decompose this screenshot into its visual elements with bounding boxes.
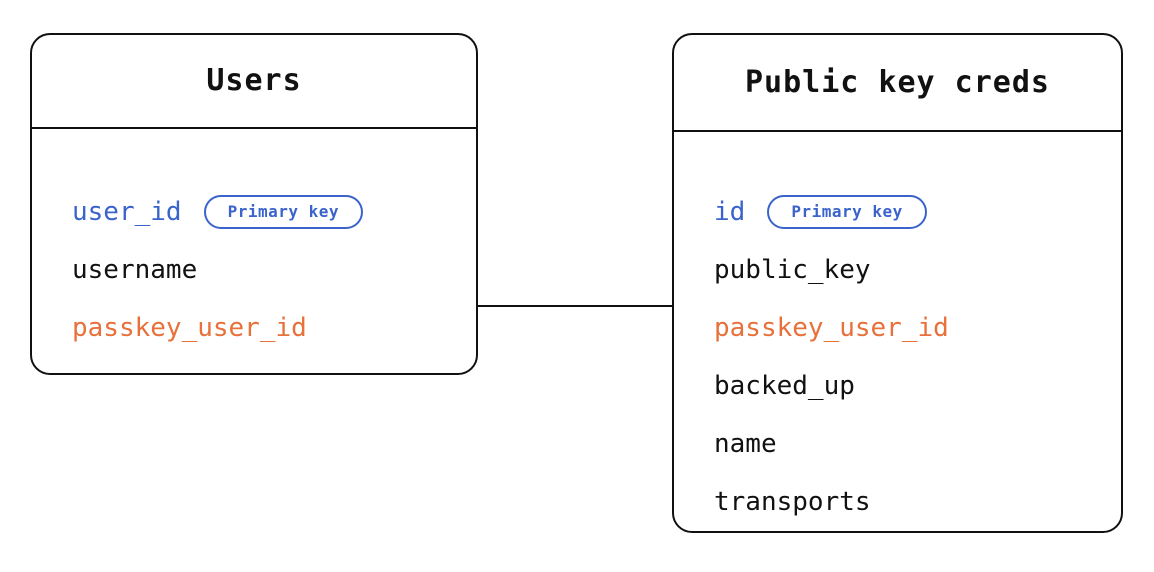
field-row[interactable]: passkey_user_id <box>674 308 1121 348</box>
field-name: public_key <box>714 255 871 285</box>
primary-key-badge: Primary key <box>203 195 364 229</box>
primary-key-badge-label: Primary key <box>791 202 903 221</box>
field-row[interactable]: transports <box>674 482 1121 522</box>
field-row[interactable]: passkey_user_id <box>32 308 476 348</box>
field-name: username <box>72 255 198 285</box>
field-row[interactable]: id Primary key <box>674 192 1121 232</box>
entity-title: Users <box>206 63 302 98</box>
field-row[interactable]: name <box>674 424 1121 464</box>
entity-header-divider <box>674 130 1121 132</box>
primary-key-badge: Primary key <box>767 195 927 229</box>
field-name: id <box>714 197 746 227</box>
entity-header-divider <box>32 127 476 129</box>
entity-title: Public key creds <box>745 64 1050 100</box>
field-name: passkey_user_id <box>72 313 307 343</box>
field-name: backed_up <box>714 371 855 401</box>
field-name: passkey_user_id <box>714 313 949 343</box>
field-row[interactable]: user_id Primary key <box>32 192 476 232</box>
entity-box-users[interactable]: Users user_id Primary key username passkey_u… <box>30 33 478 375</box>
entity-header-users: Users <box>32 35 476 127</box>
field-row[interactable]: backed_up <box>674 366 1121 406</box>
relationship-line-users-to-public-key-creds[interactable] <box>478 305 672 307</box>
primary-key-badge-label: Primary key <box>227 202 340 221</box>
field-row[interactable]: username <box>32 250 476 290</box>
field-name: name <box>714 429 777 459</box>
entity-header-public-key-creds: Public key creds <box>674 35 1121 130</box>
field-row[interactable]: public_key <box>674 250 1121 290</box>
field-name: user_id <box>72 197 182 227</box>
field-name: transports <box>714 487 871 517</box>
